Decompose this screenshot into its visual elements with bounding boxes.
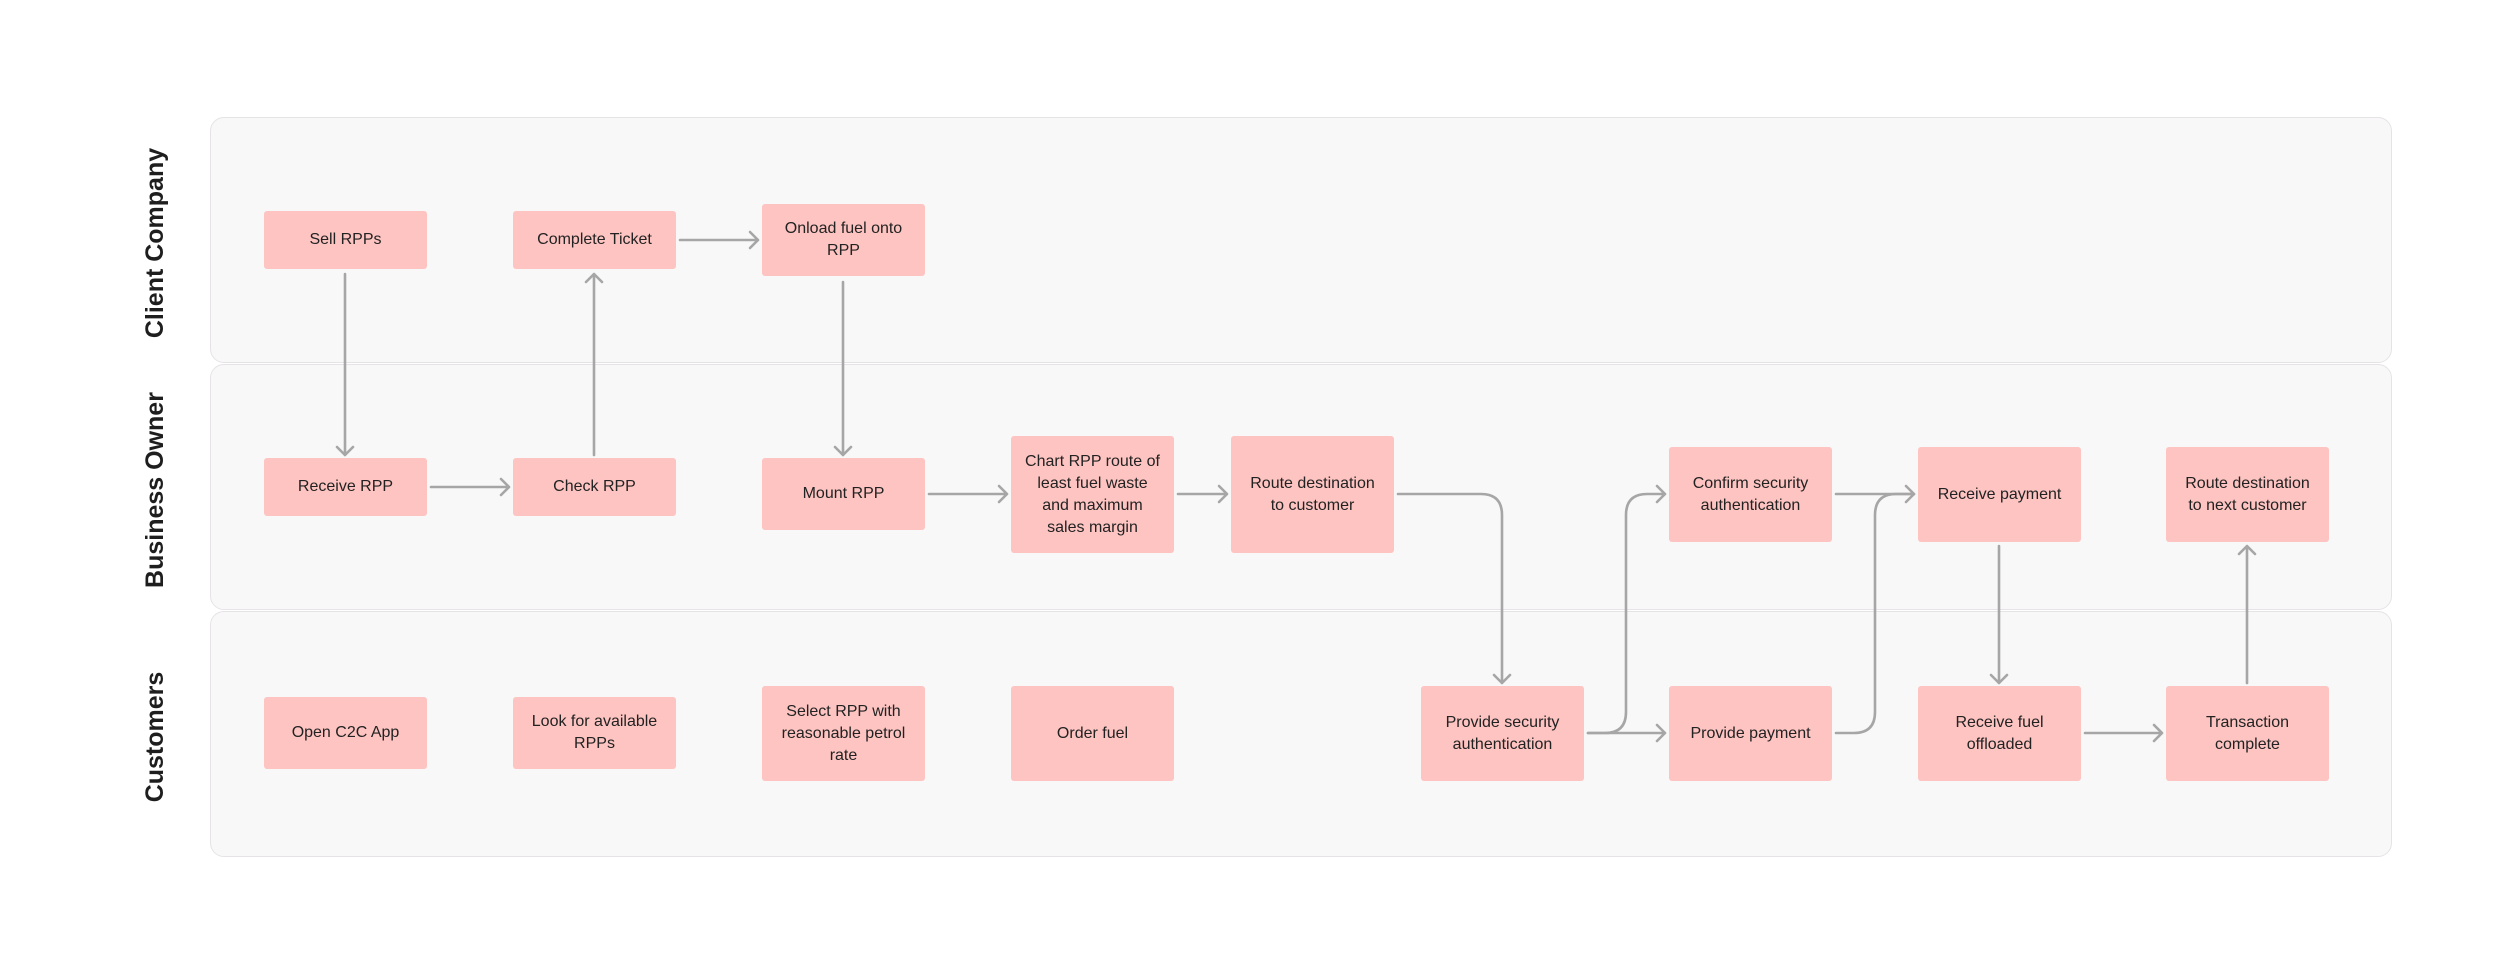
step-chart-route[interactable]: Chart RPP route of least fuel waste and … [1011,436,1174,553]
arrow-payment-to-fuel [1989,544,2009,685]
step-route-to-customer[interactable]: Route destination to customer [1231,436,1394,553]
arrow-route-to-security [1396,492,1512,685]
arrow-onload-to-mount [833,280,853,457]
arrow-sell-to-receive [335,272,355,457]
step-select-rpp[interactable]: Select RPP with reasonable petrol rate [762,686,925,781]
step-check-rpp[interactable]: Check RPP [513,458,676,516]
step-route-next-customer[interactable]: Route destination to next customer [2166,447,2329,542]
step-receive-payment[interactable]: Receive payment [1918,447,2081,542]
arrow-mount-to-chart [927,484,1009,504]
step-transaction-complete[interactable]: Transaction complete [2166,686,2329,781]
arrow-complete-to-next [2237,544,2257,685]
arrow-check-to-ticket [584,272,604,457]
step-provide-security[interactable]: Provide security authentication [1421,686,1584,781]
arrow-security-to-confirm [1586,484,1667,735]
step-receive-fuel[interactable]: Receive fuel offloaded [1918,686,2081,781]
arrow-payment-to-receive-payment [1834,492,1916,735]
step-onload-fuel[interactable]: Onload fuel onto RPP [762,204,925,276]
step-look-for-rpps[interactable]: Look for available RPPs [513,697,676,769]
step-mount-rpp[interactable]: Mount RPP [762,458,925,530]
arrow-chart-to-route [1176,484,1229,504]
step-order-fuel[interactable]: Order fuel [1011,686,1174,781]
arrow-security-to-payment [1586,723,1667,743]
step-confirm-security[interactable]: Confirm security authentication [1669,447,1832,542]
step-complete-ticket[interactable]: Complete Ticket [513,211,676,269]
step-open-app[interactable]: Open C2C App [264,697,427,769]
arrow-receive-to-check [429,477,511,497]
arrow-ticket-to-onload [678,230,760,250]
arrow-fuel-to-complete [2083,723,2164,743]
step-receive-rpp[interactable]: Receive RPP [264,458,427,516]
step-sell-rpps[interactable]: Sell RPPs [264,211,427,269]
step-provide-payment[interactable]: Provide payment [1669,686,1832,781]
